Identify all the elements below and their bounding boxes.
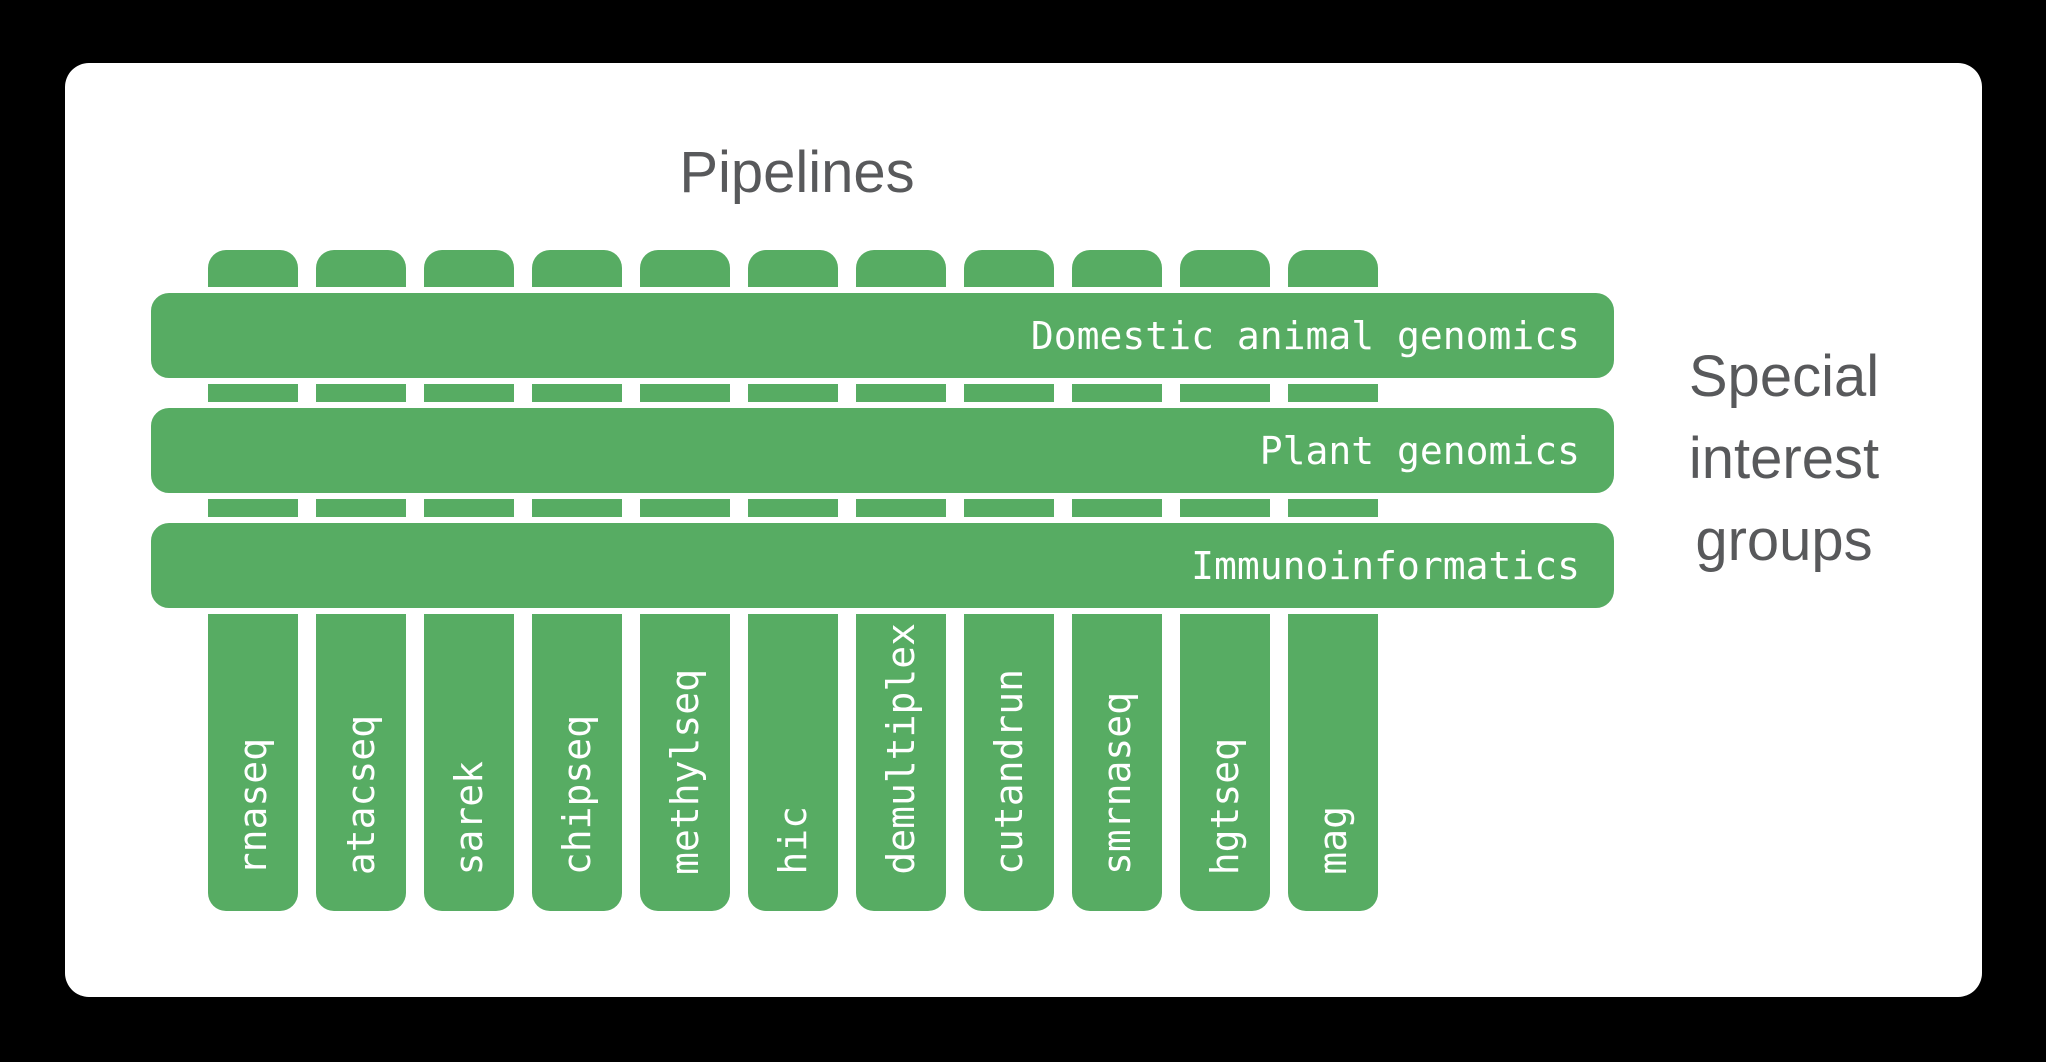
sig-bar-plant-genomics: Plant genomics [145, 402, 1620, 499]
pipeline-label-chipseq: chipseq [555, 714, 599, 875]
sig-label-domestic-animal-genomics: Domestic animal genomics [1030, 313, 1580, 358]
pipeline-label-hgtseq: hgtseq [1203, 737, 1247, 875]
sig-title-line-3: groups [1695, 508, 1873, 573]
sig-label-plant-genomics: Plant genomics [1259, 428, 1580, 473]
pipeline-label-cutandrun: cutandrun [987, 669, 1031, 875]
pipelines-title: Pipelines [679, 140, 915, 205]
pipeline-label-rnaseq: rnaseq [231, 737, 275, 875]
pipeline-label-methylseq: methylseq [663, 669, 707, 875]
sig-title-line-1: Special [1688, 344, 1880, 409]
pipeline-label-demultiplex: demultiplex [879, 623, 923, 875]
sig-bar-domestic-animal-genomics: Domestic animal genomics [145, 287, 1620, 384]
sig-title-line-2: interest [1688, 426, 1880, 491]
pipeline-label-sarek: sarek [447, 760, 491, 875]
sig-label-immunoinformatics: Immunoinformatics [1191, 543, 1580, 588]
special-interest-groups-title: Special interest groups [1634, 336, 1934, 582]
pipeline-label-mag: mag [1311, 806, 1355, 875]
pipeline-label-smrnaseq: smrnaseq [1095, 691, 1139, 875]
sig-bar-immunoinformatics: Immunoinformatics [145, 517, 1620, 614]
pipeline-label-hic: hic [771, 806, 815, 875]
pipeline-label-atacseq: atacseq [339, 714, 383, 875]
